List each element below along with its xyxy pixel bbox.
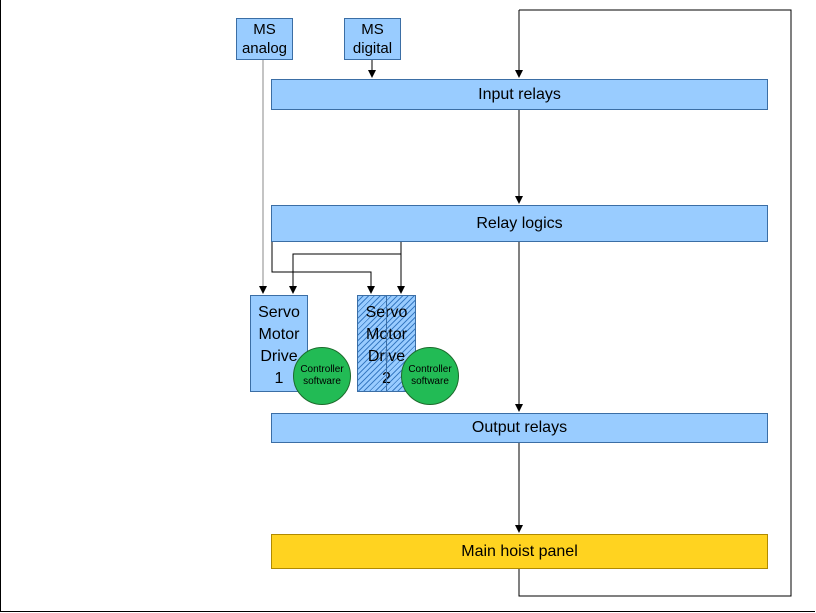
ms-digital-box: MS digital (344, 18, 401, 60)
main-hoist-panel-box: Main hoist panel (271, 534, 768, 569)
ms-analog-box: MS analog (236, 18, 293, 60)
relay-logics-label: Relay logics (476, 214, 563, 232)
ms-digital-label: MS digital (352, 21, 393, 57)
main-hoist-panel-label: Main hoist panel (461, 542, 578, 560)
output-relays-label: Output relays (471, 419, 568, 436)
relay-logics-box: Relay logics (271, 205, 768, 242)
output-relays-box: Output relays (271, 413, 768, 443)
controller-software-2-label: Controller software (408, 364, 452, 387)
input-relays-label: Input relays (478, 85, 561, 103)
controller-software-1-label: Controller software (300, 364, 344, 387)
controller-software-2: Controller software (401, 347, 459, 405)
input-relays-box: Input relays (271, 79, 768, 110)
controller-software-1: Controller software (293, 347, 351, 405)
ms-analog-label: MS analog (241, 21, 288, 57)
drive-2-divider (386, 295, 387, 392)
servo-drive-1-label: Servo Motor Drive 1 (258, 304, 300, 387)
